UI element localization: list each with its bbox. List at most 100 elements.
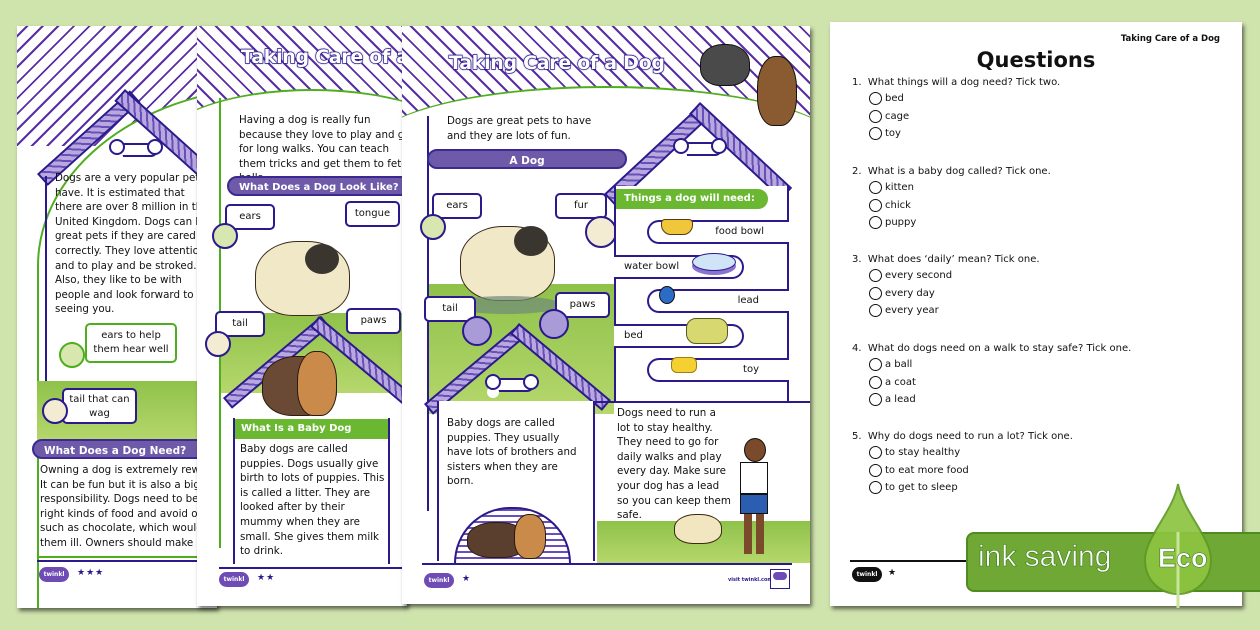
need-bed: bed — [614, 318, 744, 348]
radio-circle[interactable] — [869, 127, 882, 141]
radio-circle[interactable] — [869, 269, 882, 283]
radio-circle[interactable] — [869, 304, 882, 318]
black-dog-illustration — [700, 44, 750, 86]
radio-circle[interactable] — [869, 109, 882, 123]
zoom-circle-fur — [585, 216, 617, 248]
q2-option-kitten[interactable]: kitten — [852, 179, 1051, 197]
zoom-circle-paws — [539, 309, 569, 339]
q4-option-a-lead[interactable]: a lead — [852, 391, 1131, 409]
baby-frame — [233, 418, 390, 564]
need-water-bowl: water bowl — [614, 253, 744, 279]
q3-option-every-year[interactable]: every year — [852, 302, 1040, 320]
doghouse-wall — [45, 176, 217, 438]
puppy-2-illustration — [514, 514, 546, 559]
pug-shadow — [452, 296, 562, 314]
zoom-circle-ears — [212, 223, 238, 249]
puppies-text: Baby dogs are called puppies. They usual… — [447, 417, 577, 488]
label-fur: fur — [555, 193, 607, 219]
radio-circle[interactable] — [869, 446, 882, 460]
green-frame-bottom — [37, 556, 217, 558]
footer-line — [37, 560, 217, 562]
difficulty-stars: ★★★ — [77, 568, 105, 578]
questions-title: Questions — [976, 48, 1096, 72]
boy-illustration — [738, 438, 770, 560]
intro-text: Dogs are great pets to have and they are… — [447, 115, 592, 142]
need-toy: toy — [647, 357, 789, 382]
water-bowl-icon — [692, 253, 736, 271]
q5-option-to-stay-healthy[interactable]: to stay healthy — [852, 444, 1073, 462]
difficulty-stars: ★ — [462, 574, 472, 584]
intro-text: Dogs are a very popular pet to have. It … — [55, 172, 214, 316]
need-food-bowl: food bowl — [647, 219, 789, 244]
zoom-circle-ears — [420, 214, 446, 240]
radio-circle[interactable] — [869, 375, 882, 389]
puppy-2-illustration — [297, 351, 337, 416]
section-text: Owning a dog is extremely rewarding. It … — [40, 464, 217, 553]
footer-line — [850, 560, 980, 562]
radio-circle[interactable] — [869, 358, 882, 372]
label-paws: paws — [346, 308, 401, 334]
pug-face — [305, 244, 339, 274]
radio-circle[interactable] — [869, 92, 882, 106]
radio-circle[interactable] — [869, 481, 882, 495]
q3-option-every-second[interactable]: every second — [852, 267, 1040, 285]
radio-circle[interactable] — [869, 198, 882, 212]
footer-url[interactable]: visit twinkl.com — [728, 577, 773, 583]
radio-circle[interactable] — [869, 181, 882, 195]
label-tongue: tongue — [345, 201, 400, 227]
q4-option-a-ball[interactable]: a ball — [852, 356, 1131, 374]
brown-dog-illustration — [757, 56, 797, 126]
q1-option-bed[interactable]: bed — [852, 90, 1060, 108]
worksheet-page-2-star[interactable]: Taking Care of a Dog Having a dog is rea… — [197, 26, 407, 606]
q5-option-to-eat-more-food[interactable]: to eat more food — [852, 462, 1073, 480]
zoom-circle-ears — [59, 342, 85, 368]
a-dog-heading-bar: A Dog — [427, 149, 627, 169]
q4-option-a-coat[interactable]: a coat — [852, 374, 1131, 392]
running-dog-illustration — [674, 514, 722, 544]
look-heading-bar: What Does a Dog Look Like? — [227, 176, 407, 196]
radio-circle[interactable] — [869, 463, 882, 477]
q2-option-chick[interactable]: chick — [852, 197, 1051, 215]
twinkl-logo: twinkl — [219, 572, 249, 587]
zoom-circle-tail — [42, 398, 68, 424]
questions-header: Taking Care of a Dog — [1120, 34, 1220, 44]
zoom-circle-tail — [462, 316, 492, 346]
question-4: 4. What do dogs need on a walk to stay s… — [852, 342, 1131, 409]
bone-icon — [673, 138, 727, 156]
section-heading-bar: What Does a Dog Need? — [32, 439, 217, 459]
label-tail: tail that can wag — [62, 388, 137, 424]
radio-circle[interactable] — [869, 286, 882, 300]
difficulty-stars: ★★ — [257, 573, 276, 583]
needs-heading-bar: Things a dog will need: — [616, 189, 768, 209]
q2-option-puppy[interactable]: puppy — [852, 214, 1051, 232]
page-title: Taking Care of a Dog — [240, 45, 407, 68]
bed-icon — [686, 318, 728, 344]
run-text: Dogs need to run a lot to stay healthy. … — [617, 407, 731, 522]
q3-option-every-day[interactable]: every day — [852, 285, 1040, 303]
footer-line — [422, 563, 792, 565]
twinkl-logo: twinkl — [852, 567, 882, 582]
eco-label: Eco — [1158, 543, 1208, 574]
radio-circle[interactable] — [869, 216, 882, 230]
worksheet-page-1-star[interactable]: Taking Care of a Dog Dogs are great pets… — [402, 26, 810, 604]
label-tail: tail — [424, 296, 476, 322]
bone-icon — [109, 139, 163, 157]
run-panel — [595, 401, 810, 563]
zoom-circle-tail — [205, 331, 231, 357]
question-3: 3. What does ‘daily’ mean? Tick one. eve… — [852, 253, 1040, 320]
toy-icon — [671, 357, 697, 373]
twinkl-logo: twinkl — [39, 567, 69, 582]
question-2: 2. What is a baby dog called? Tick one. … — [852, 165, 1051, 232]
food-bowl-icon — [661, 219, 693, 235]
bone-icon — [485, 374, 539, 392]
label-ears: ears to help them hear well — [85, 323, 177, 363]
leaf-drop-icon — [1143, 483, 1213, 608]
footer-line — [219, 567, 407, 569]
radio-circle[interactable] — [869, 393, 882, 407]
worksheet-page-3-star[interactable]: Dogs are a very popular pet to have. It … — [17, 26, 217, 608]
difficulty-stars: ★ — [888, 568, 898, 578]
q1-option-toy[interactable]: toy — [852, 125, 1060, 143]
q1-option-cage[interactable]: cage — [852, 108, 1060, 126]
twinkl-logo: twinkl — [424, 573, 454, 588]
q5-option-to-get-to-sleep[interactable]: to get to sleep — [852, 479, 1073, 497]
